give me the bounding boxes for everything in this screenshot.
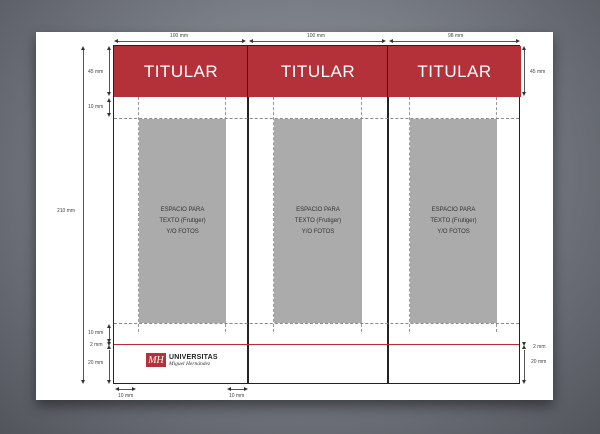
panel-3-title: TITULAR <box>417 61 492 81</box>
bottom-margin-label: 10 mm <box>88 330 104 336</box>
width-label-3: 98 mm <box>448 33 464 39</box>
guide-vertical <box>409 97 410 332</box>
panel-3: TITULAR ESPACIO PARA TEXTO (Frutiger) Y/… <box>388 46 521 383</box>
panel-1: TITULAR ESPACIO PARA TEXTO (Frutiger) Y/… <box>114 46 248 383</box>
guide-vertical <box>273 97 274 332</box>
footer-label-right: 20 mm <box>531 359 547 365</box>
total-height-label: 210 mm <box>57 208 76 214</box>
panel-2-title: TITULAR <box>280 61 356 81</box>
panel-2-header: TITULAR <box>248 46 388 97</box>
placeholder-line: TEXTO (Frutiger) <box>430 217 477 224</box>
guide-vertical <box>138 97 139 332</box>
side-margin-label-right: 10 mm <box>229 393 245 399</box>
panel-divider-2 <box>387 46 389 383</box>
panel-3-header: TITULAR <box>388 46 521 97</box>
university-logo: MH UNIVERSITAS Miguel Hernández <box>146 353 218 367</box>
side-margin-label-left: 10 mm <box>118 393 134 399</box>
placeholder-line: TEXTO (Frutiger) <box>294 217 342 224</box>
panel-2-content-placeholder: ESPACIO PARA TEXTO (Frutiger) Y/O FOTOS <box>274 119 362 323</box>
guide-bottom-margin <box>114 323 519 324</box>
header-height-label: 45 mm <box>88 69 104 75</box>
top-margin-label: 10 mm <box>88 104 104 110</box>
width-label-2: 100 mm <box>307 33 326 39</box>
guide-top-margin <box>114 118 519 119</box>
red-line-label-right: 2 mm <box>533 344 546 350</box>
placeholder-line: ESPACIO PARA <box>160 206 205 213</box>
panel-1-header: TITULAR <box>114 46 248 97</box>
panel-3-content-placeholder: ESPACIO PARA TEXTO (Frutiger) Y/O FOTOS <box>410 119 497 323</box>
placeholder-line: Y/O FOTOS <box>437 228 470 235</box>
red-line-label-left: 2 mm <box>90 342 103 348</box>
panel-1-content-placeholder: ESPACIO PARA TEXTO (Frutiger) Y/O FOTOS <box>139 119 226 323</box>
panel-2: TITULAR ESPACIO PARA TEXTO (Frutiger) Y/… <box>248 46 388 383</box>
panel-1-title: TITULAR <box>143 61 219 81</box>
triptych-layout: TITULAR ESPACIO PARA TEXTO (Frutiger) Y/… <box>113 45 521 384</box>
placeholder-line: Y/O FOTOS <box>166 228 199 235</box>
placeholder-line: ESPACIO PARA <box>296 206 340 213</box>
footer-red-line <box>114 344 519 345</box>
footer-label-left: 20 mm <box>88 360 104 366</box>
width-label-1: 100 mm <box>170 33 189 39</box>
panel-divider-1 <box>247 46 249 383</box>
placeholder-line: ESPACIO PARA <box>431 206 476 213</box>
logo-line-1: UNIVERSITAS <box>169 353 218 361</box>
header-height-label-right: 45 mm <box>530 69 546 75</box>
placeholder-line: TEXTO (Frutiger) <box>159 217 206 224</box>
logo-mark-icon: MH <box>146 353 166 367</box>
logo-line-2: Miguel Hernández <box>169 360 211 367</box>
placeholder-line: Y/O FOTOS <box>301 228 335 235</box>
